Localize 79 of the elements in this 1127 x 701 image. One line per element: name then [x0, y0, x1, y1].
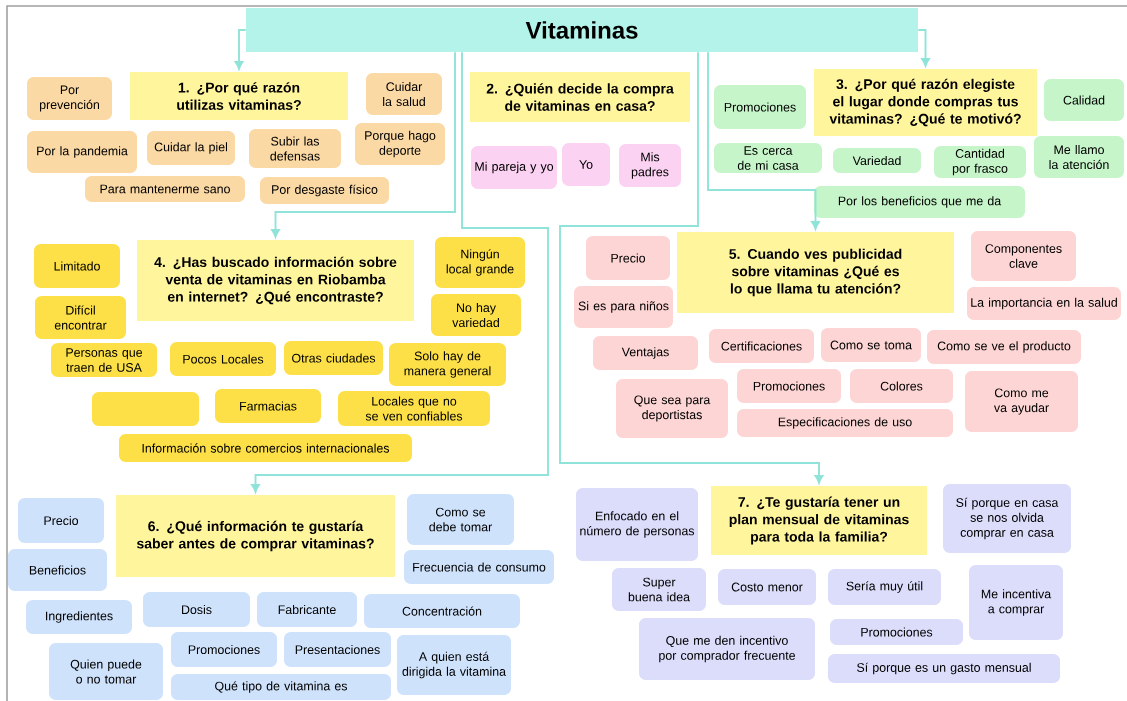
answer-card: Concentración	[364, 594, 520, 628]
answer-card: No hay variedad	[431, 294, 521, 336]
answer-card: Pocos Locales	[170, 342, 276, 376]
answer-card: La importancia en la salud	[967, 287, 1121, 320]
answer-card: Promociones	[714, 85, 806, 129]
answer-card: Como se toma	[821, 328, 921, 362]
answer-card: A quien está dirigida la vitamina	[397, 635, 511, 695]
arrow	[271, 51, 456, 238]
answer-card: Promociones	[171, 632, 277, 667]
answer-card: Especificaciones de uso	[737, 409, 953, 437]
answer-card: Ningún local grande	[435, 237, 525, 288]
answer-card: Como se ve el producto	[927, 330, 1081, 364]
answer-card: Cuidar la piel	[147, 131, 235, 165]
answer-card: Cuidar la salud	[366, 73, 442, 115]
answer-card: Ingredientes	[26, 600, 132, 634]
answer-card: Me incentiva a comprar	[969, 565, 1063, 640]
answer-card: Por los beneficios que me da	[814, 186, 1025, 218]
answer-card: Es cerca de mi casa	[714, 143, 822, 173]
title-box: Vitaminas	[246, 8, 918, 52]
answer-card: Por la pandemia	[27, 131, 137, 173]
answer-card: Componentes clave	[971, 231, 1076, 281]
answer-card: Frecuencia de consumo	[404, 550, 554, 584]
question-box: 5. Cuando ves publicidad sobre vitaminas ¿Qué es lo que llama tu atención?	[677, 232, 954, 313]
answer-card: Sería muy útil	[828, 569, 941, 605]
answer-card: Ventajas	[593, 336, 698, 370]
answer-card: Difícil encontrar	[35, 296, 126, 339]
answer-card: Colores	[850, 369, 953, 403]
question-box: 6. ¿Qué información te gustaría saber antes de comprar vitaminas?	[116, 495, 395, 577]
answer-card: Porque hago deporte	[355, 123, 445, 165]
answer-card: Costo menor	[718, 569, 816, 605]
answer-card: Farmacias	[215, 389, 321, 423]
answer-card: Promociones	[737, 369, 841, 403]
question-box: 7. ¿Te gustaría tener un plan mensual de vitaminas para toda la familia?	[711, 486, 927, 555]
answer-card: Como me va ayudar	[965, 371, 1078, 432]
answer-card: Certificaciones	[709, 329, 814, 363]
answer-card: Personas que traen de USA	[51, 343, 157, 377]
answer-card: Dosis	[143, 592, 250, 627]
answer-card: Solo hay de manera general	[389, 343, 506, 386]
answer-card: Otras ciudades	[284, 341, 383, 375]
answer-card: Precio	[586, 236, 670, 280]
answer-card: Sí porque en casa se nos olvida comprar en casa	[943, 484, 1071, 553]
answer-card: Calidad	[1044, 79, 1124, 121]
answer-card: Me llamo la atención	[1034, 136, 1124, 178]
answer-card: Mi pareja y yo	[471, 146, 557, 189]
question-box: 2. ¿Quién decide la compra de vitaminas en casa?	[470, 72, 690, 122]
answer-card: Sí porque es un gasto mensual	[828, 654, 1060, 683]
arrow	[234, 29, 247, 70]
answer-card: Fabricante	[257, 592, 357, 627]
answer-card: Por prevención	[27, 77, 112, 120]
answer-card: Enfocado en el número de personas	[576, 488, 698, 561]
answer-card: Promociones	[830, 619, 963, 645]
arrow	[917, 29, 930, 67]
question-box: 1. ¿Por qué razón utilizas vitaminas?	[130, 72, 348, 120]
answer-card: Variedad	[833, 148, 921, 173]
answer-card: Super buena idea	[612, 568, 706, 611]
answer-card: Como se debe tomar	[407, 494, 514, 545]
answer-card: Qué tipo de vitamina es	[171, 674, 391, 700]
question-box: 4. ¿Has buscado información sobre venta de vitaminas en Riobamba en internet? ¿Qué encontraste?	[137, 240, 414, 321]
answer-card: Presentaciones	[284, 632, 391, 667]
answer-card: Que sea para deportistas	[616, 379, 728, 438]
answer-card: Por desgaste físico	[260, 177, 389, 204]
answer-card: Cantidad por frasco	[934, 146, 1026, 178]
answer-card: Que me den incentivo por comprador frecuente	[639, 618, 815, 680]
answer-card: Beneficios	[8, 549, 107, 591]
answer-card: Quien puede o no tomar	[49, 643, 163, 700]
answer-card: Yo	[562, 143, 610, 186]
arrow	[559, 51, 824, 484]
answer-card: Limitado	[34, 244, 120, 288]
answer-card: Precio	[18, 498, 104, 543]
question-box: 3. ¿Por qué razón elegiste el lugar donde compras tus vitaminas? ¿Qué te motivó?	[814, 69, 1037, 136]
answer-card: Subir las defensas	[249, 129, 341, 168]
answer-card	[92, 392, 199, 426]
answer-card: Para mantenerme sano	[85, 176, 245, 202]
arrow	[251, 51, 549, 493]
answer-card: Información sobre comercios internacionales	[119, 434, 412, 462]
answer-card: Mis padres	[619, 144, 681, 187]
answer-card: Si es para niños	[574, 286, 673, 328]
answer-card: Locales que no se ven confiables	[338, 391, 490, 426]
arrow	[707, 51, 820, 230]
